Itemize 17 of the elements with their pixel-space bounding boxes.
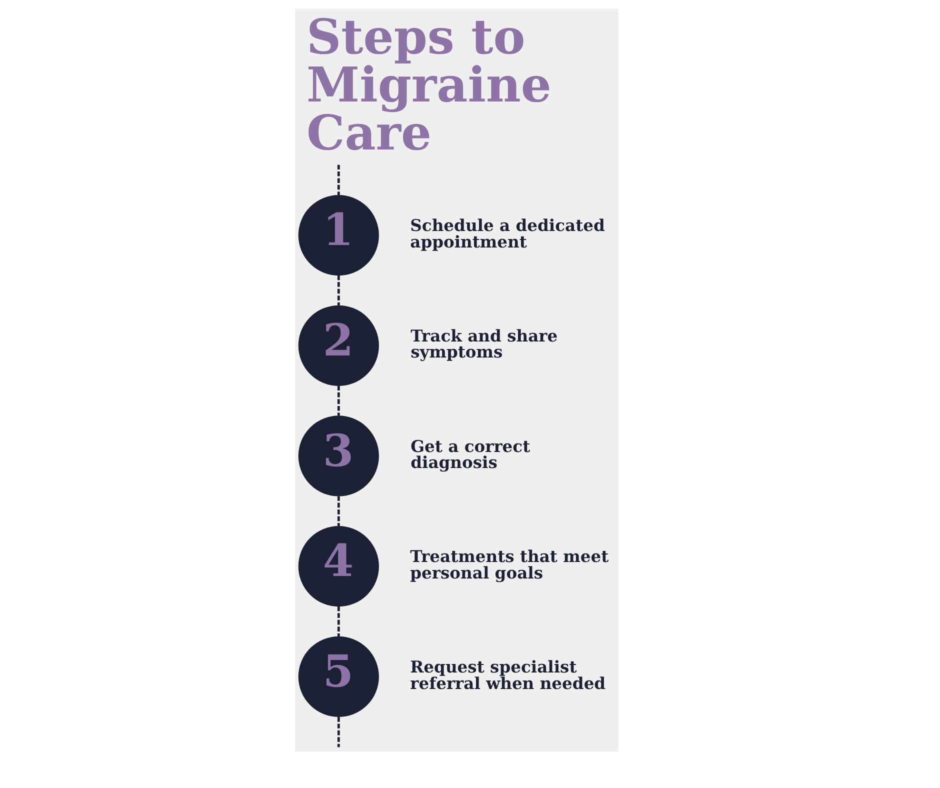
- connector: [336, 386, 340, 416]
- node-label: Get a correct diagnosis: [410, 436, 530, 472]
- node-circle: 4: [298, 526, 378, 607]
- node-circle: 3: [298, 416, 378, 496]
- connector: [336, 275, 340, 306]
- node-label: Schedule a dedicated appointment: [410, 216, 604, 252]
- node-label: Treatments that meet personal goals: [410, 547, 608, 582]
- diagram-title: Steps to Migraine Care: [306, 10, 551, 162]
- node-circle: 1: [298, 195, 378, 276]
- connector: [336, 606, 340, 637]
- node-circle: 2: [298, 305, 378, 386]
- node-label: Track and share symptoms: [410, 326, 558, 362]
- connector: [336, 164, 340, 196]
- connector: [336, 496, 340, 526]
- node-circle: 5: [298, 636, 378, 717]
- connector: [336, 716, 340, 748]
- node-label: Request specialist referral when needed: [410, 657, 606, 693]
